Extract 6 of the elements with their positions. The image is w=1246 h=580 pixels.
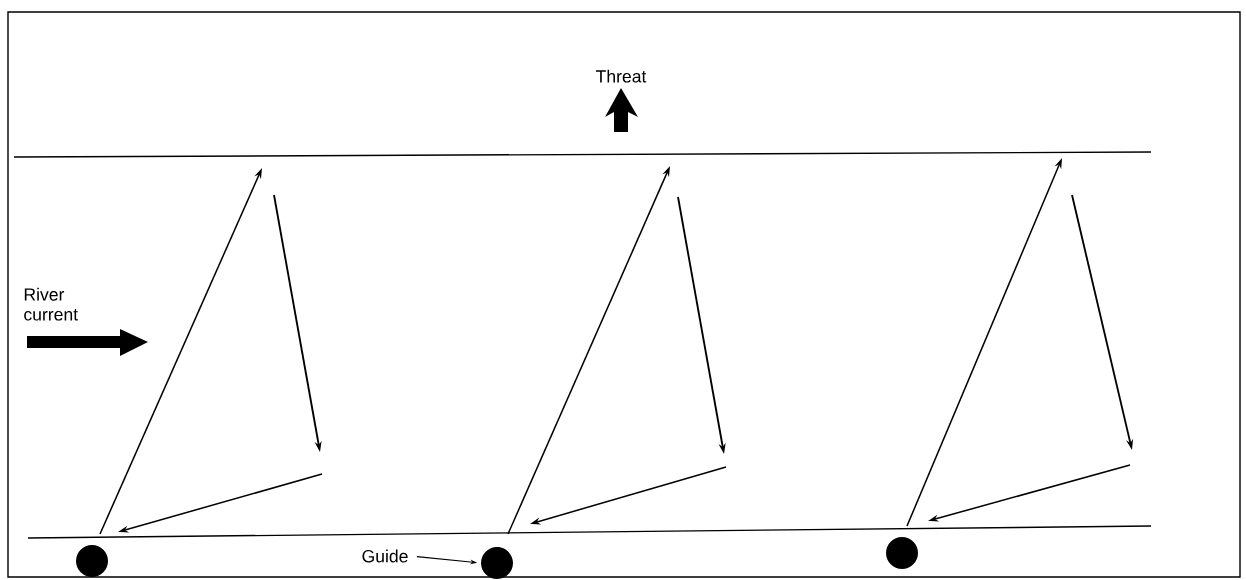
label: River current: [24, 287, 78, 321]
label: Threat: [596, 69, 647, 83]
buoy-dot: [481, 547, 513, 579]
buoy-dot: [886, 537, 918, 569]
buoy-dot: [76, 545, 108, 577]
label: Guide: [362, 549, 408, 563]
